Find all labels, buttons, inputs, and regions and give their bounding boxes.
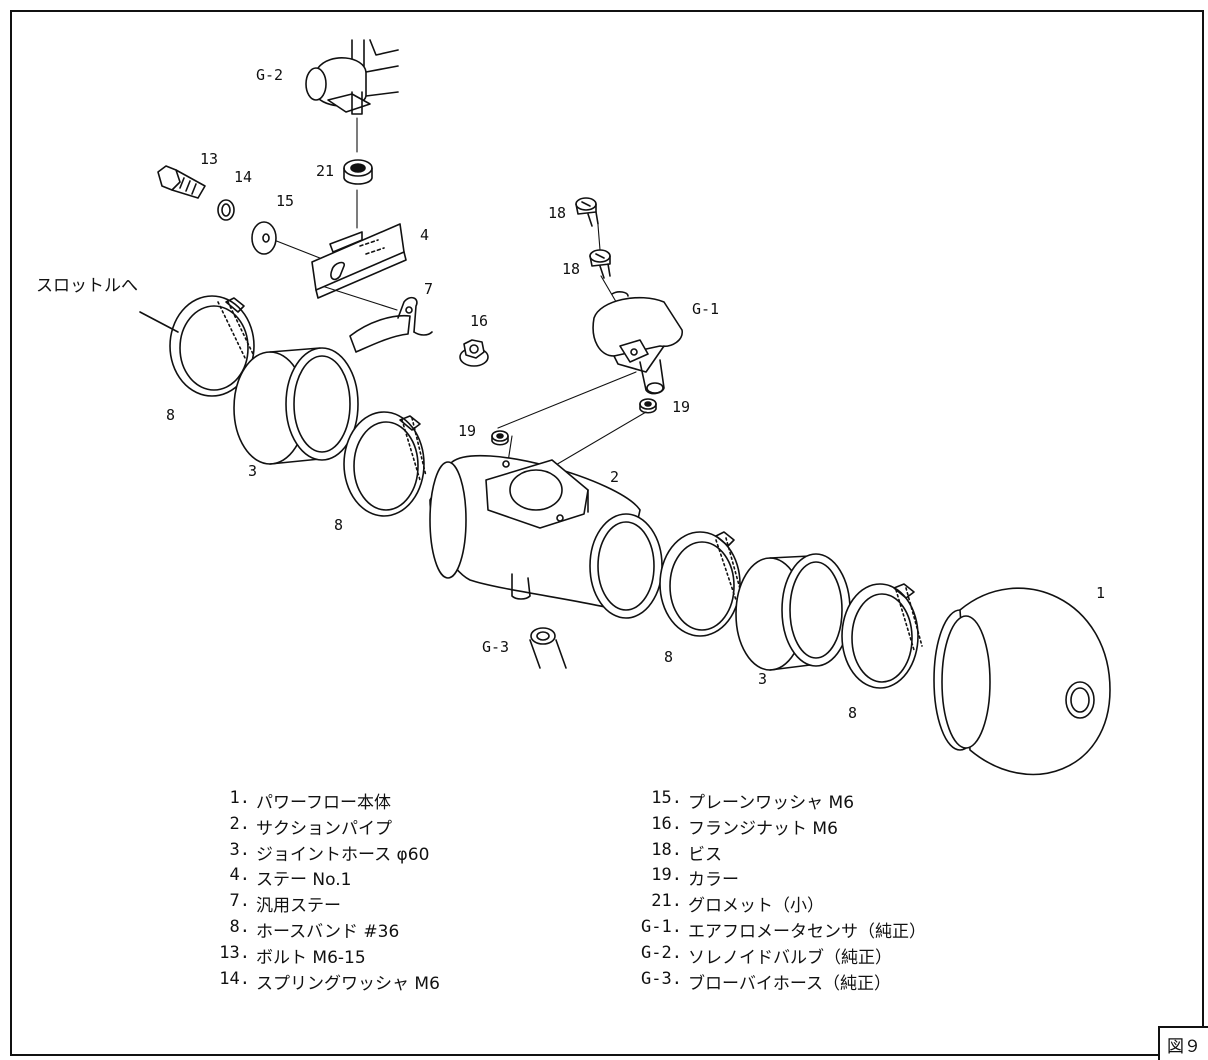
legend-number: 2. [229,813,250,834]
figure-number-label: 図９ [1158,1026,1208,1060]
screw-18-upper [575,197,599,227]
power-flow-body-1 [933,587,1111,776]
blowby-hose-g3 [529,627,567,669]
hose-band-8-c [659,531,743,637]
legend-text: ジョイントホース φ60 [256,844,430,865]
plain-washer-15 [251,221,277,255]
callout-3-b: 3 [758,670,768,688]
callout-18-lower: 18 [562,260,581,278]
parts-legend-left: 1. パワーフロー本体 2. サクションパイプ 3. ジョイントホース φ60 4. ス… [200,788,440,994]
legend-number: 3. [229,839,250,860]
legend-text: カラー [688,870,739,891]
legend-number: 4. [229,865,250,886]
legend-text: フランジナット M6 [688,818,838,839]
callout-8-b: 8 [334,516,344,534]
legend-text: 汎用ステー [256,896,341,917]
legend-row: 19. カラー [620,865,926,891]
figure-frame [10,10,1204,1056]
parts-legend-right: 15. プレーンワッシャ M6 16. フランジナット M6 18. ビス 19. カラ… [620,788,926,994]
legend-row: 14. スプリングワッシャ M6 [200,969,440,995]
callout-8-d: 8 [848,704,858,722]
legend-number: 1. [229,788,250,808]
stay-no1-4 [311,223,407,299]
callout-18-upper: 18 [548,204,567,222]
legend-row: 3. ジョイントホース φ60 [200,840,440,866]
callout-19-right: 19 [672,398,691,416]
legend-number: 18. [651,839,682,860]
callout-8-a: 8 [166,406,176,424]
legend-row: 21. グロメット（小） [620,891,926,917]
throttle-arrow-line [139,311,179,333]
legend-row: G-1. エアフロメータセンサ（純正） [620,917,926,943]
legend-row: 1. パワーフロー本体 [200,788,440,814]
legend-text: ボルト M6-15 [256,947,366,968]
legend-row: 18. ビス [620,840,926,866]
callout-g1: G-1 [692,300,720,318]
callout-19-left: 19 [458,422,477,440]
callout-13: 13 [200,150,219,168]
legend-number: G-1. [641,916,682,937]
suction-pipe-2 [429,454,663,619]
legend-row: 2. サクションパイプ [200,814,440,840]
legend-number: 7. [229,891,250,912]
legend-row: 13. ボルト M6-15 [200,943,440,969]
callout-15: 15 [276,192,295,210]
legend-row: G-3. ブローバイホース（純正） [620,969,926,995]
legend-text: サクションパイプ [256,818,392,839]
callout-g2: G-2 [256,66,284,84]
legend-text: ステー No.1 [256,870,352,891]
legend-text: プレーンワッシャ M6 [688,793,855,813]
solenoid-valve-g2 [305,39,399,115]
spring-washer-14 [217,199,235,221]
legend-number: G-2. [641,942,682,963]
callout-2: 2 [610,468,620,486]
callout-to-throttle: スロットルへ [36,276,138,296]
legend-row: 16. フランジナット M6 [620,814,926,840]
callout-21: 21 [316,162,335,180]
legend-text: パワーフロー本体 [256,793,391,813]
legend-row: 7. 汎用ステー [200,891,440,917]
universal-stay-7 [349,296,433,353]
callout-16: 16 [470,312,489,330]
joint-hose-3-b [735,553,851,671]
grommet-21 [343,159,373,185]
joint-hose-3-a [233,347,359,465]
legend-text: ホースバンド #36 [256,921,400,942]
legend-number: 14. [219,968,250,989]
bolt-13 [157,165,206,199]
legend-row: 4. ステー No.1 [200,865,440,891]
flange-nut-16 [459,339,489,367]
legend-number: 19. [651,865,682,886]
callout-g3: G-3 [482,638,510,656]
callout-4: 4 [420,226,430,244]
legend-number: 15. [651,788,682,808]
legend-number: 8. [229,916,250,937]
legend-row: 8. ホースバンド #36 [200,917,440,943]
callout-1: 1 [1096,584,1106,602]
callout-8-c: 8 [664,648,674,666]
callout-14: 14 [234,168,253,186]
legend-text: ビス [688,844,722,865]
legend-row: 15. プレーンワッシャ M6 [620,788,926,814]
screw-18-lower [589,249,611,279]
legend-row: G-2. ソレノイドバルブ（純正） [620,943,926,969]
legend-text: ブローバイホース（純正） [688,973,891,994]
airflow-meter-sensor-g1 [592,291,683,395]
collar-19-left [491,430,509,446]
legend-number: 21. [651,891,682,912]
legend-number: 16. [651,813,682,834]
legend-text: ソレノイドバルブ（純正） [688,947,892,968]
legend-number: 13. [219,942,250,963]
collar-19-right [639,398,657,414]
legend-text: スプリングワッシャ M6 [256,973,440,994]
callout-7: 7 [424,280,434,298]
hose-band-8-b [343,411,427,517]
callout-3-a: 3 [248,462,258,480]
legend-text: エアフロメータセンサ（純正） [688,921,926,942]
legend-number: G-3. [641,968,682,989]
legend-text: グロメット（小） [688,896,824,917]
hose-band-8-a [169,295,255,397]
hose-band-8-d [841,583,923,689]
